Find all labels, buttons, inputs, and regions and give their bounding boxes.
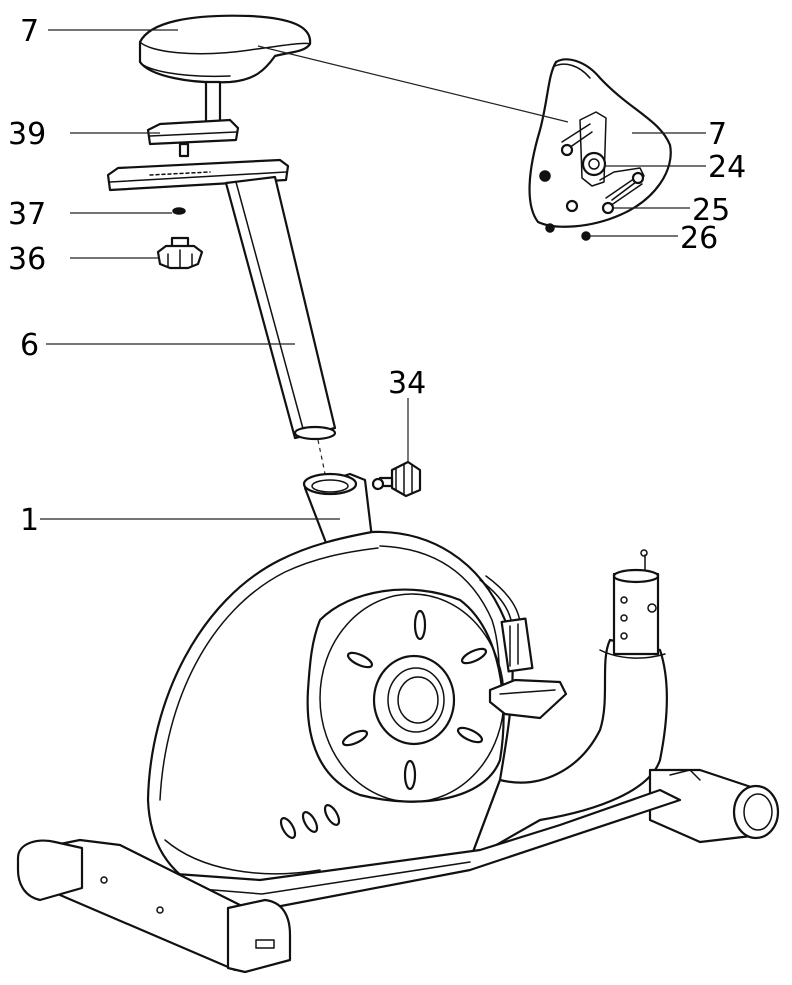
main-frame-part	[16, 472, 780, 974]
washer-part	[172, 207, 186, 215]
callout-knob: 36	[8, 242, 46, 277]
callout-seat-bracket: 39	[8, 117, 46, 152]
callout-main-frame: 1	[20, 503, 39, 538]
callout-washer: 37	[8, 197, 46, 232]
seat-detail-view	[528, 58, 672, 241]
callout-spring-washer: 25	[692, 193, 730, 228]
callout-nut: 26	[680, 221, 718, 256]
callout-seat: 7	[20, 14, 39, 49]
tension-knob-part	[371, 460, 422, 498]
callout-seat-detail: 7	[708, 117, 727, 152]
detail-link-line	[257, 45, 569, 123]
leader-lines	[40, 29, 706, 520]
callout-seat-post: 6	[20, 328, 39, 363]
seat-part	[138, 14, 312, 129]
seat-bracket-part	[146, 118, 240, 158]
seat-post-part	[224, 175, 337, 441]
knob-part	[156, 236, 204, 270]
callout-bolt: 24	[708, 150, 746, 185]
slider-rail-part	[106, 158, 290, 192]
callout-tension-knob: 34	[388, 366, 426, 401]
